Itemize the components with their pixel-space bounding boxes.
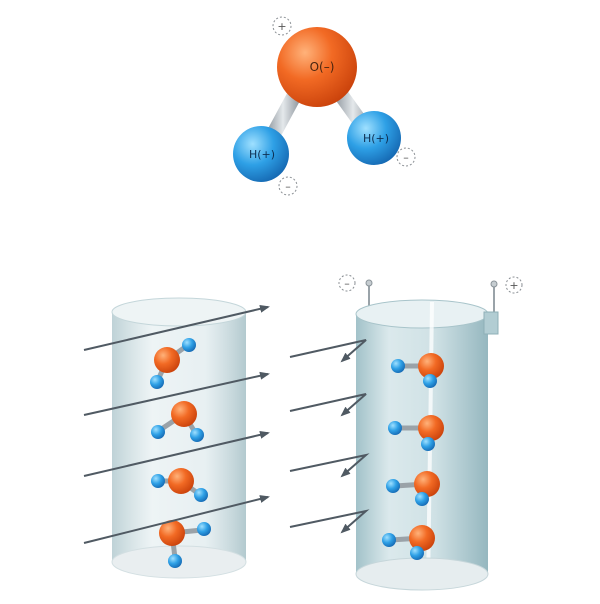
charge-circle-left [278,176,298,196]
right-field-arrow-4 [289,509,370,534]
left-cylinder-body [112,298,246,576]
terminal-sign-circle-right [505,276,523,294]
left-molecule-1-oxygen [154,347,180,373]
charge-right-sign: – [403,151,409,164]
right-molecule-2-hydrogen-b [421,437,435,451]
left-cylinder-top [111,297,247,327]
left-molecule-2-hydrogen-b [190,428,204,442]
hydrogen-right-label: H(+) [363,132,389,145]
left-molecule-4-oxygen [159,520,185,546]
left-molecule-4 [159,520,211,568]
charge-left-sign: – [285,180,291,193]
hydrogen-left-label: H(+) [249,148,275,161]
right-molecule-3 [386,471,440,506]
right-molecule-2-hydrogen-a [388,421,402,435]
charge-top-sign: + [277,20,286,33]
right-molecule-1-hydrogen-b [423,374,437,388]
right-molecule-1 [391,353,444,388]
terminal-sign-circle-left [338,274,356,292]
left-molecule-4-hydrogen-b [168,554,182,568]
right-molecule-3-hydrogen-a [386,479,400,493]
left-field-arrow-2 [83,371,270,416]
terminal-sign-left: – [344,277,350,290]
left-molecule-2-hydrogen-a [151,425,165,439]
left-molecule-4-hydrogen-a [197,522,211,536]
right-field-arrow-3 [289,453,370,478]
left-molecule-1-hydrogen-a [182,338,196,352]
right-molecule-3-oxygen [414,471,440,497]
right-field-arrow-1 [289,339,367,363]
terminal-knob-right [490,280,498,288]
right-molecule-2 [388,415,444,451]
right-cylinder-collar [483,311,499,335]
left-molecule-1-hydrogen-b [150,375,164,389]
right-molecule-4-hydrogen-a [382,533,396,547]
right-cylinder-top [355,299,489,329]
right-molecule-1-hydrogen-a [391,359,405,373]
terminal-sign-right: + [509,279,518,292]
water-molecule-large: O(–) H(+) H(+) + – – [233,16,416,196]
right-cylinder-bottom [355,557,489,591]
left-molecule-3 [151,468,208,502]
left-field-arrow-3 [83,430,270,477]
right-molecule-4-oxygen [409,525,435,551]
right-molecule-4-hydrogen-b [410,546,424,560]
oxygen-label: O(–) [310,60,335,74]
left-molecule-2-oxygen [171,401,197,427]
left-molecule-1 [150,338,196,389]
left-field-arrow-1 [83,304,270,351]
right-molecule-3-hydrogen-b [415,492,429,506]
right-molecule-4 [382,525,435,560]
hydrogen-atom-left [233,126,289,182]
left-field-arrows [83,304,270,544]
charge-circle-top [272,16,292,36]
left-molecule-3-hydrogen-a [151,474,165,488]
hydrogen-atom-right [347,111,401,165]
right-field-arrow-2 [289,393,367,417]
right-field-arrows [289,339,370,534]
left-molecule-2 [151,401,204,442]
left-field-arrow-4 [83,495,270,544]
left-molecule-3-hydrogen-b [194,488,208,502]
left-molecule-3-oxygen [168,468,194,494]
terminal-knob-left [365,279,373,287]
oxygen-atom [277,27,357,107]
right-molecule-1-oxygen [418,353,444,379]
charge-circle-right [396,147,416,167]
right-molecule-2-oxygen [418,415,444,441]
